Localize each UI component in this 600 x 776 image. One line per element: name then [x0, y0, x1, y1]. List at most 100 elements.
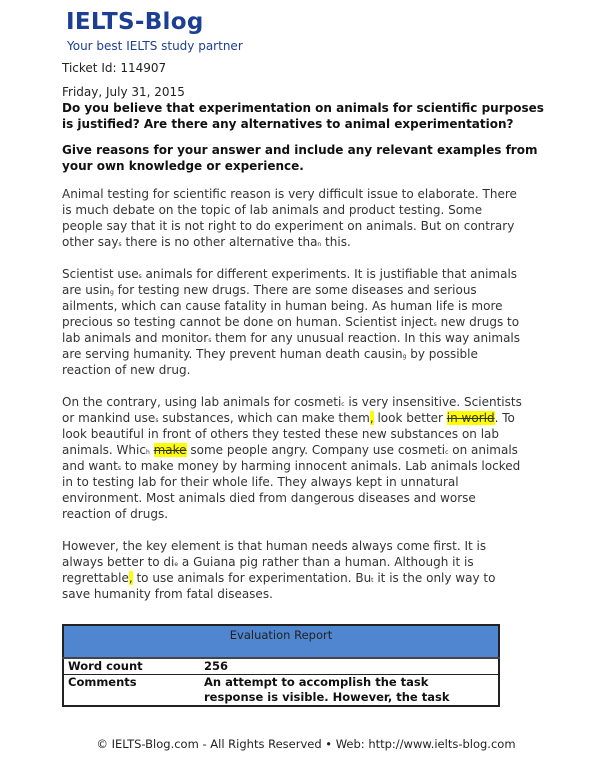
text: always better to di — [62, 555, 175, 569]
tagline: Your best IELTS study partner — [67, 39, 243, 53]
text: it is the only way to — [373, 571, 496, 585]
essay-line: save humanity from fatal diseases. — [62, 586, 600, 602]
text: regrettable — [62, 571, 129, 585]
essay-line: are serving humanity. They prevent human… — [62, 346, 600, 362]
text: them for any unusual reaction. In this w… — [211, 331, 521, 345]
essay: Animal testing for scientific reason is … — [62, 186, 600, 602]
essay-line: Animal testing for scientific reason is … — [62, 186, 600, 202]
instruction: Give reasons for your answer and include… — [62, 143, 538, 173]
essay-line: regrettable, to use animals for experime… — [62, 570, 600, 586]
essay-line: environment. Most animals died from dang… — [62, 490, 600, 506]
correction-letter: c — [445, 449, 449, 456]
text: this. — [321, 235, 351, 249]
text: there is no other alternative tha — [121, 235, 318, 249]
text: is very insensitive. Scientists — [344, 395, 522, 409]
footer: © IELTS-Blog.com - All Rights Reserved •… — [96, 737, 516, 751]
row-value: 256 — [200, 657, 499, 675]
text: look better — [373, 411, 447, 425]
essay-line: always better to die a Guiana pig rather… — [62, 554, 600, 570]
essay-line: precious so testing cannot be done on hu… — [62, 314, 600, 330]
essay-line: in to testing lab for their whole life. … — [62, 474, 600, 490]
text: reaction of drugs. — [62, 507, 169, 521]
correction-letter: s — [208, 337, 212, 344]
text: animals. Whic — [62, 443, 146, 457]
essay-line: other says there is no other alternative… — [62, 234, 600, 250]
text: animals for different experiments. It is… — [141, 267, 518, 281]
essay-line: and wants to make money by harming innoc… — [62, 458, 600, 474]
correction-letter: g — [110, 289, 114, 296]
correction-letter: s — [117, 465, 122, 472]
text: are serving humanity. They prevent human… — [62, 347, 403, 361]
text: Animal testing for scientific reason is … — [62, 187, 517, 201]
essay-line: reaction of new drug. — [62, 362, 600, 378]
text: substances, which can make them — [158, 411, 370, 425]
text: a Guiana pig rather than a human. Althou… — [178, 555, 474, 569]
essay-line: are using for testing new drugs. There a… — [62, 282, 600, 298]
text: people say that it is not right to do ex… — [62, 219, 515, 233]
text: lab animals and monitor — [62, 331, 209, 345]
text: reaction of new drug. — [62, 363, 191, 377]
correction-letter: s — [118, 241, 122, 248]
essay-line: reaction of drugs. — [62, 506, 600, 522]
text: and want — [62, 459, 118, 473]
correction-letter: s — [138, 273, 142, 280]
text: ailments, which can cause fatality in hu… — [62, 299, 503, 313]
question: Do you believe that experimentation on a… — [62, 101, 544, 131]
correction-letter: c — [341, 401, 345, 408]
text: to make money by harming innocent animal… — [121, 459, 521, 473]
correction-letter: s — [433, 321, 437, 328]
text: precious so testing cannot be done on hu… — [62, 315, 434, 329]
essay-line: or mankind uses substances, which can ma… — [62, 410, 600, 426]
correction-letter: e — [174, 561, 179, 568]
row-label: Comments — [63, 674, 200, 706]
text: other say — [62, 235, 119, 249]
essay-paragraph: However, the key element is that human n… — [62, 538, 600, 602]
correction-letter: s — [155, 417, 159, 424]
highlight-mark: , — [128, 571, 133, 585]
correction-letter: n — [317, 241, 322, 248]
strikethrough-mark: make — [153, 443, 187, 457]
date: Friday, July 31, 2015 — [62, 85, 185, 99]
essay-paragraph: On the contrary, using lab animals for c… — [62, 394, 600, 522]
essay-paragraph: Animal testing for scientific reason is … — [62, 186, 600, 250]
correction-letter: t — [371, 577, 374, 584]
essay-line: look beautiful in front of others they t… — [62, 426, 600, 442]
text: . To — [494, 411, 515, 425]
text: are usin — [62, 283, 111, 297]
text: look beautiful in front of others they t… — [62, 427, 500, 441]
text: On the contrary, using lab animals for c… — [62, 395, 342, 409]
essay-line: people say that it is not right to do ex… — [62, 218, 600, 234]
text: by possible — [406, 347, 478, 361]
text: for testing new drugs. There are some di… — [113, 283, 477, 297]
text: in to testing lab for their whole life. … — [62, 475, 459, 489]
text: Scientist use — [62, 267, 139, 281]
essay-line: is much debate on the topic of lab anima… — [62, 202, 600, 218]
row-label: Word count — [63, 657, 200, 675]
essay-line: On the contrary, using lab animals for c… — [62, 394, 600, 410]
text: is much debate on the topic of lab anima… — [62, 203, 483, 217]
essay-line: However, the key element is that human n… — [62, 538, 600, 554]
text: However, the key element is that human n… — [62, 539, 487, 553]
report-title: Evaluation Report — [63, 625, 499, 659]
text: or mankind use — [62, 411, 156, 425]
essay-line: animals. Which make some people angry. C… — [62, 442, 600, 458]
essay-line: Scientist uses animals for different exp… — [62, 266, 600, 282]
essay-paragraph: Scientist uses animals for different exp… — [62, 266, 600, 378]
ticket-id: Ticket Id: 114907 — [62, 61, 167, 75]
essay-line: lab animals and monitors them for any un… — [62, 330, 600, 346]
text: save humanity from fatal diseases. — [62, 587, 273, 601]
correction-letter: h — [145, 449, 150, 456]
essay-line: ailments, which can cause fatality in hu… — [62, 298, 600, 314]
text: environment. Most animals died from dang… — [62, 491, 476, 505]
highlight-mark: , — [369, 411, 374, 425]
correction-letter: g — [402, 353, 407, 360]
text: on animals — [448, 443, 518, 457]
row-value: An attempt to accomplish the task respon… — [200, 674, 499, 706]
text: to use animals for experimentation. Bu — [132, 571, 372, 585]
logo: IELTS-Blog — [66, 9, 204, 35]
text: new drugs to — [436, 315, 520, 329]
